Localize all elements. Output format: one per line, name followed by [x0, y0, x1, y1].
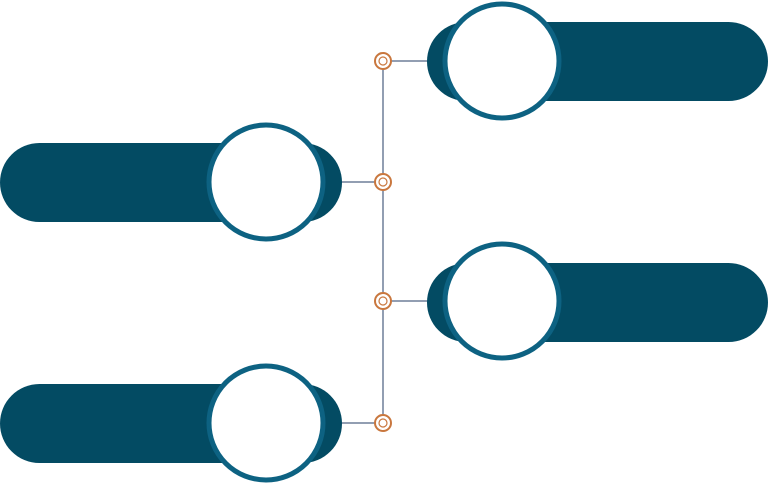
circle-badge-4 [206, 363, 326, 483]
circle-badge-3 [442, 241, 562, 361]
timeline-node-2 [374, 173, 392, 191]
timeline-item-4 [0, 363, 383, 483]
timeline-item-1 [383, 1, 768, 121]
timeline-node-1 [374, 52, 392, 70]
timeline-item-2 [0, 122, 383, 242]
timeline-item-3 [383, 241, 768, 361]
timeline-node-4 [374, 414, 392, 432]
circle-badge-2 [206, 122, 326, 242]
circle-badge-1 [442, 1, 562, 121]
timeline-node-3 [374, 292, 392, 310]
